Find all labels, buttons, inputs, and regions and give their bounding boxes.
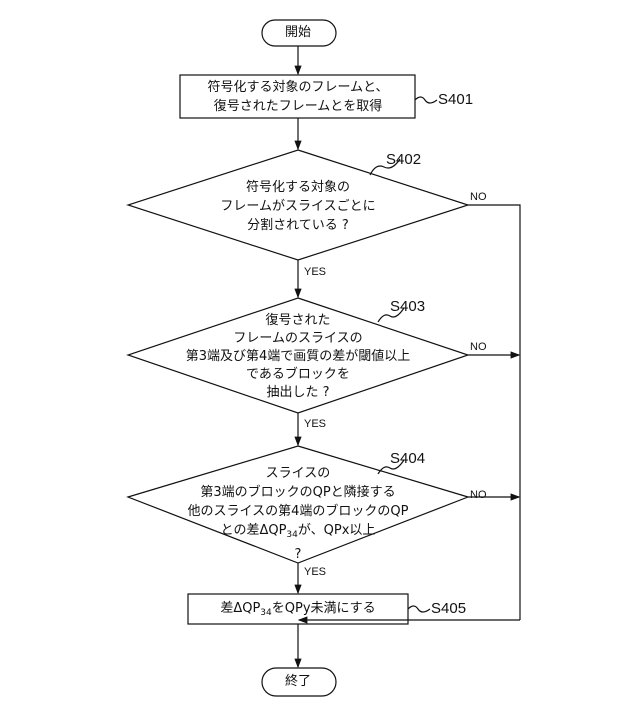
s401-label: S401	[438, 91, 473, 108]
start-label: 開始	[285, 23, 311, 42]
s403-label: S403	[390, 298, 425, 315]
s401-line: 符号化する対象のフレームと、	[207, 78, 388, 97]
end-label: 終了	[285, 672, 311, 691]
s402-line: フレームがスライスごとに	[220, 197, 375, 216]
s403-line: 抽出した ?	[186, 384, 411, 402]
s405-label: S405	[431, 600, 466, 617]
s404-no: NO	[470, 489, 487, 501]
s401-line: 復号されたフレームとを取得	[207, 97, 388, 116]
s404-line: 第3端のブロックのQPと隣接する	[188, 483, 409, 502]
s401-text: 符号化する対象のフレームと、 復号されたフレームとを取得	[207, 78, 388, 116]
s405-subscript: 34	[260, 608, 271, 618]
s405-pre: 差ΔQP	[220, 601, 260, 616]
s405-post: をQPy未満にする	[272, 601, 376, 616]
s405-text: 差ΔQP34をQPy未満にする	[220, 599, 375, 623]
s403-line: 第3端及び第4端で画質の差が閾値以上	[186, 348, 411, 366]
s404-yes: YES	[304, 566, 326, 578]
s402-line: 符号化する対象の	[220, 178, 375, 197]
s402-label: S402	[386, 151, 421, 168]
s404-delta: との差ΔQP	[221, 523, 287, 538]
s402-no: NO	[470, 191, 487, 203]
s403-no: NO	[470, 341, 487, 353]
s402-yes: YES	[304, 266, 326, 278]
s404-line: との差ΔQP34が、QPx以上	[188, 521, 409, 545]
s403-line: であるブロックを	[186, 366, 411, 384]
s402-line: 分割されている ?	[220, 216, 375, 235]
s404-line: スライスの	[188, 464, 409, 483]
s404-threshold: が、QPx以上	[298, 523, 376, 538]
s403-line: フレームのスライスの	[186, 330, 411, 348]
s404-text: スライスの 第3端のブロックのQPと隣接する 他のスライスの第4端のブロックのQ…	[188, 464, 409, 564]
s403-line: 復号された	[186, 312, 411, 330]
s404-subscript: 34	[286, 530, 297, 540]
s404-line: ?	[188, 545, 409, 564]
s403-yes: YES	[304, 418, 326, 430]
s402-text: 符号化する対象の フレームがスライスごとに 分割されている ?	[220, 178, 375, 235]
s404-label: S404	[390, 450, 425, 467]
s404-line: 他のスライスの第4端のブロックのQP	[188, 502, 409, 521]
s403-text: 復号された フレームのスライスの 第3端及び第4端で画質の差が閾値以上 であるブ…	[186, 312, 411, 402]
